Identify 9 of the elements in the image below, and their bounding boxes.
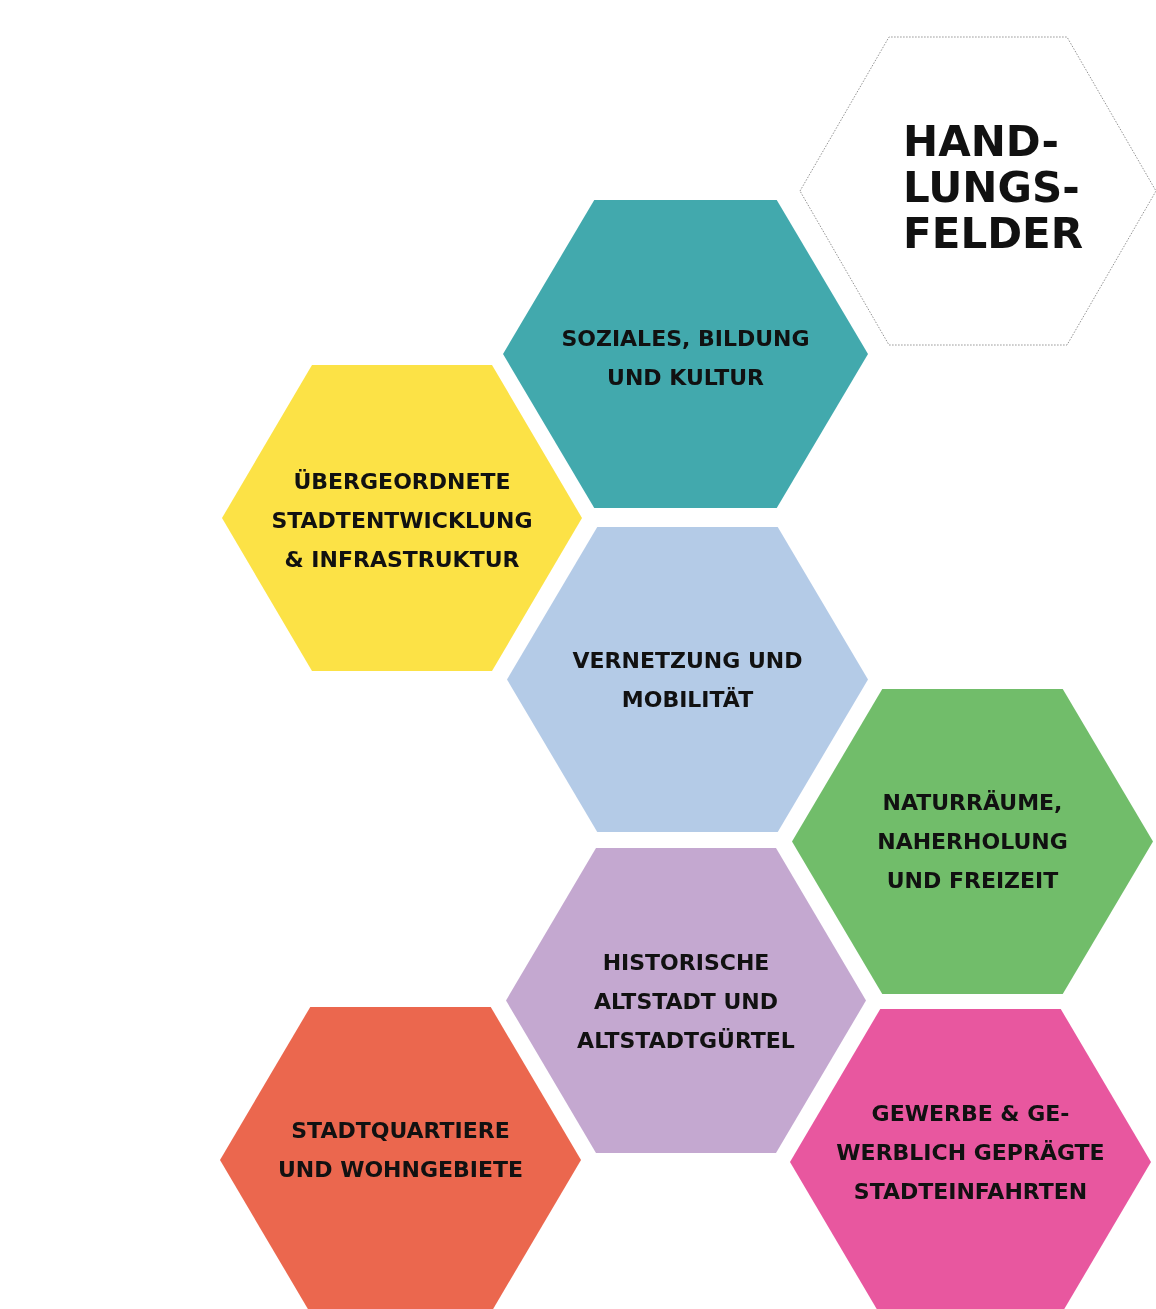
field-label: STADTQUARTIERE UND WOHNGEBIETE (276, 1117, 525, 1184)
field-label: GEWERBE & GE- WERBLICH GEPRÄGTE STADTEINFAHRTEN (835, 1099, 1106, 1206)
field-label: ÜBERGEORDNETE STADTENTWICKLUNG & INFRASTRUKTUR (270, 467, 534, 574)
field-label: SOZIALES, BILDUNG UND KULTUR (560, 325, 811, 392)
field-label: NATURRÄUME, NAHERHOLUNG UND FREIZEIT (876, 788, 1069, 895)
heading-text: HAND- LUNGS- FELDER (903, 119, 1084, 257)
field-label: HISTORISCHE ALTSTADT UND ALTSTADTGÜRTEL (576, 948, 796, 1055)
field-label: VERNETZUNG UND MOBILITÄT (571, 647, 804, 714)
hexagon (792, 689, 1153, 994)
